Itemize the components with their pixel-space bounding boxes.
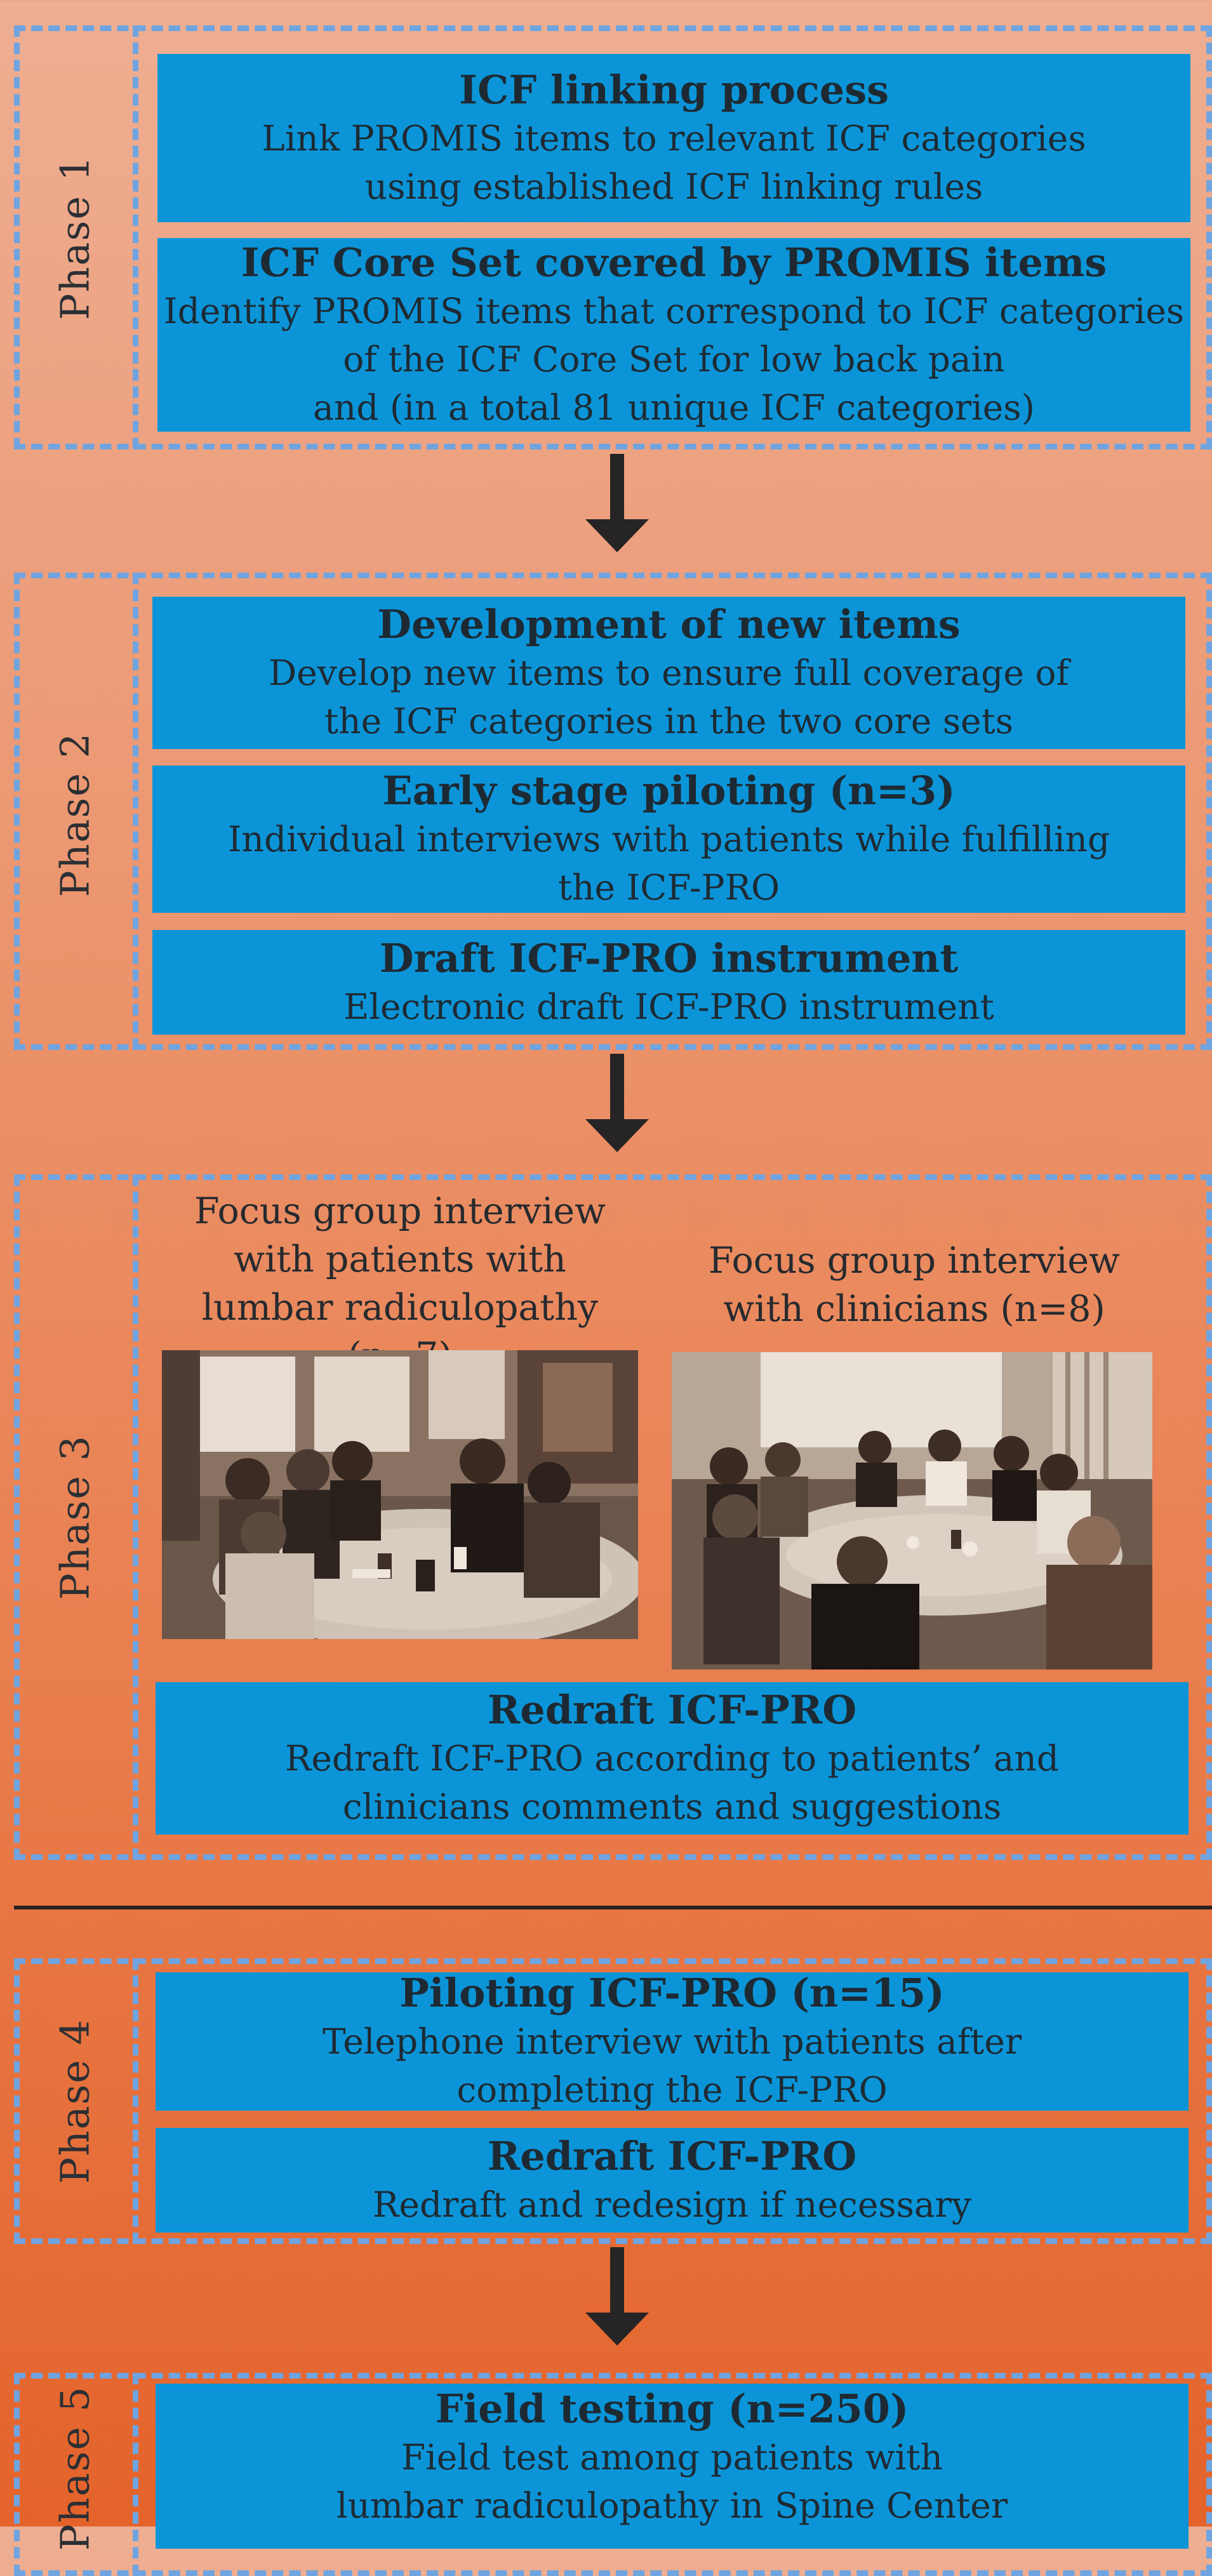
- phase-3-label: Phase 3: [51, 1434, 98, 1600]
- core-set-line-3: and (in a total 81 unique ICF categories…: [312, 387, 1035, 428]
- early-pilot-line-1: Individual interviews with patients whil…: [227, 819, 1110, 860]
- section-divider: [14, 1906, 1212, 1909]
- core-set-line-1: Identify PROMIS items that correspond to…: [163, 290, 1185, 331]
- core-set-box: ICF Core Set covered by PROMIS items Ide…: [157, 238, 1190, 432]
- redraft-phase4-title: Redraft ICF-PRO: [487, 2132, 857, 2179]
- phase-2-container: [14, 573, 1212, 1050]
- redraft-phase3-box: Redraft ICF-PRO Redraft ICF-PRO accordin…: [156, 1682, 1189, 1835]
- phase-3-container: [14, 1174, 1212, 1860]
- arrow-phase2-to-phase3: [585, 1054, 649, 1152]
- field-testing-box: Field testing (n=250) Field test among p…: [156, 2384, 1189, 2549]
- piloting-title: Piloting ICF-PRO (n=15): [399, 1970, 945, 2016]
- new-items-line-1: Develop new items to ensure full coverag…: [269, 653, 1069, 693]
- patients-focus-group-photo: [162, 1350, 638, 1639]
- new-items-box: Development of new items Develop new ite…: [152, 597, 1185, 749]
- field-testing-line-1: Field test among patients with: [401, 2437, 943, 2478]
- piloting-box: Piloting ICF-PRO (n=15) Telephone interv…: [156, 1970, 1189, 2111]
- clinicians-focus-group-photo: [672, 1352, 1152, 1670]
- phase-1-container: [14, 25, 1212, 449]
- phase-1-label: Phase 1: [51, 154, 98, 321]
- redraft-phase3-line-1: Redraft ICF-PRO according to patients’ a…: [284, 1738, 1060, 1779]
- focus-group-patients-caption: Focus group interview with patients with…: [159, 1187, 641, 1380]
- new-items-line-2: the ICF categories in the two core sets: [324, 701, 1013, 741]
- phase-4-label-column: [14, 1958, 138, 2244]
- new-items-title: Development of new items: [377, 601, 961, 647]
- field-testing-title: Field testing (n=250): [435, 2386, 909, 2432]
- phase-4-label: Phase 4: [51, 2018, 98, 2184]
- early-pilot-line-2: the ICF-PRO: [557, 867, 780, 908]
- draft-title: Draft ICF-PRO instrument: [379, 934, 959, 981]
- phase-5-label: Phase 5: [51, 2385, 98, 2551]
- draft-box: Draft ICF-PRO instrument Electronic draf…: [152, 930, 1185, 1035]
- icf-linking-title: ICF linking process: [458, 66, 889, 113]
- patients-caption-line-1: Focus group interview: [194, 1190, 606, 1232]
- core-set-title: ICF Core Set covered by PROMIS items: [241, 239, 1107, 286]
- phase-5-label-column: [14, 2373, 138, 2576]
- patients-caption-line-2: with patients with: [234, 1238, 566, 1280]
- early-pilot-box: Early stage piloting (n=3) Individual in…: [152, 766, 1185, 913]
- redraft-phase4-line-1: Redraft and redesign if necessary: [373, 2184, 971, 2225]
- piloting-line-2: completing the ICF-PRO: [456, 2069, 888, 2110]
- phase-4-container: [14, 1958, 1212, 2244]
- icf-linking-line-1: Link PROMIS items to relevant ICF catego…: [262, 117, 1086, 159]
- focus-group-clinicians-caption: Focus group interview with clinicians (n…: [673, 1237, 1155, 1333]
- field-testing-line-2: lumbar radiculopathy in Spine Center: [336, 2485, 1008, 2526]
- core-set-line-2: of the ICF Core Set for low back pain: [343, 338, 1005, 380]
- arrow-phase4-to-phase5: [585, 2247, 649, 2346]
- redraft-phase4-box: Redraft ICF-PRO Redraft and redesign if …: [156, 2128, 1189, 2233]
- phase-2-label-column: [14, 573, 138, 1050]
- clinicians-caption-line-2: with clinicians (n=8): [723, 1288, 1105, 1330]
- redraft-phase3-line-2: clinicians comments and suggestions: [342, 1786, 1002, 1827]
- clinicians-caption-line-1: Focus group interview: [709, 1240, 1120, 1282]
- phase-1-label-column: [14, 25, 138, 449]
- redraft-phase3-title: Redraft ICF-PRO: [487, 1687, 857, 1733]
- piloting-line-1: Telephone interview with patients after: [322, 2021, 1022, 2062]
- icf-linking-box: ICF linking process Link PROMIS items to…: [157, 54, 1190, 222]
- phase-3-label-column: [14, 1174, 138, 1860]
- arrow-phase1-to-phase2: [585, 454, 649, 552]
- icf-linking-line-2: using established ICF linking rules: [364, 166, 983, 207]
- phase-2-label: Phase 2: [51, 731, 98, 898]
- draft-line-1: Electronic draft ICF-PRO instrument: [343, 986, 994, 1027]
- early-pilot-title: Early stage piloting (n=3): [382, 767, 956, 814]
